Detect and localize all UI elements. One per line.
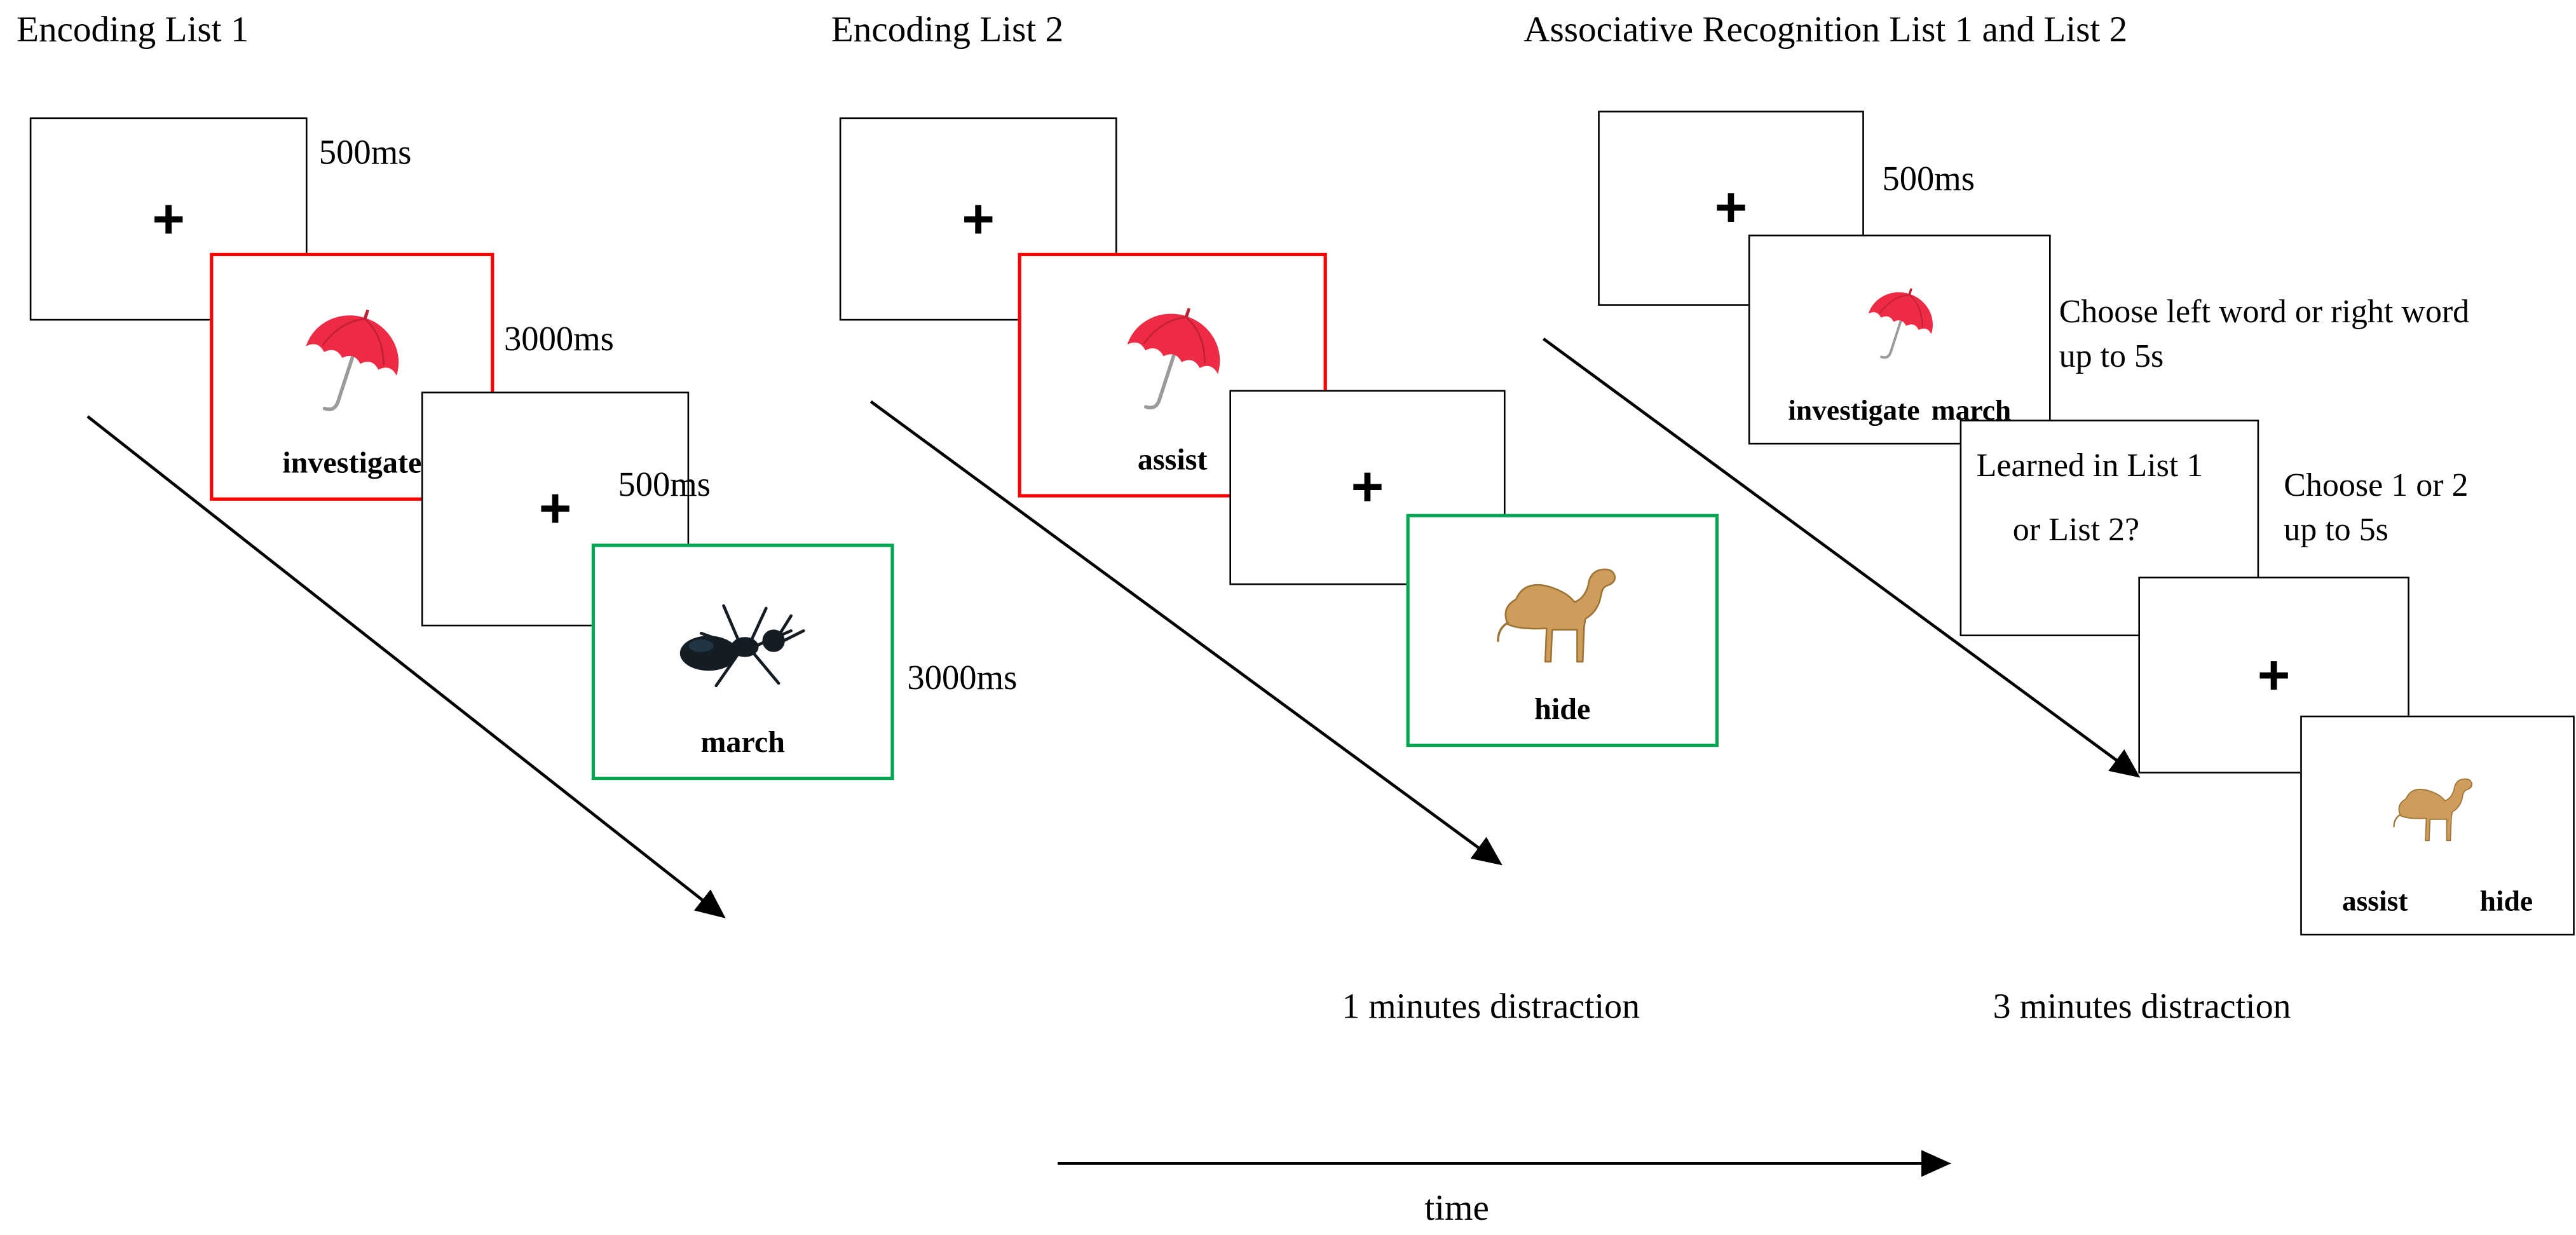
stimulus-word: assist xyxy=(1137,444,1208,478)
sequence-arrow-list1 xyxy=(86,415,726,918)
question-line: Learned in List 1 xyxy=(1976,447,2204,484)
distraction-label: 3 minutes distraction xyxy=(1993,986,2291,1027)
stimulus-box-march: march xyxy=(591,543,894,781)
instruction-line: up to 5s xyxy=(2059,339,2164,376)
panel-title: Encoding List 1 xyxy=(17,8,249,50)
duration-label: 500ms xyxy=(618,464,711,504)
sequence-arrow-recognition xyxy=(1543,338,2141,778)
fixation-cross: + xyxy=(538,477,572,541)
duration-label: 500ms xyxy=(1882,158,1975,198)
duration-label: 3000ms xyxy=(907,657,1018,698)
sequence-arrow-list2 xyxy=(869,400,1503,866)
panel-title: Encoding List 2 xyxy=(831,8,1064,50)
instruction-line: Choose left word or right word xyxy=(2059,294,2470,331)
stimulus-word: investigate xyxy=(282,447,422,481)
pair-trial-box-investigate-march: investigate march xyxy=(1748,235,2051,445)
fixation-cross: + xyxy=(152,188,185,250)
stimulus-box-hide: hide xyxy=(1406,514,1719,747)
instruction-line: Choose 1 or 2 xyxy=(2284,467,2469,504)
umbrella-icon xyxy=(1108,270,1237,445)
question-line: or List 2? xyxy=(2012,512,2140,549)
choice-instruction-source: Choose 1 or 2 up to 5s xyxy=(2284,465,2468,554)
panel-title: Associative Recognition List 1 and List … xyxy=(1523,8,2128,50)
time-label: time xyxy=(1424,1186,1489,1228)
stimulus-word: hide xyxy=(1534,694,1591,727)
camel-icon xyxy=(1476,531,1648,694)
choice-instruction-pair: Choose left word or right word up to 5s xyxy=(2059,291,2470,380)
duration-label: 3000ms xyxy=(504,318,614,359)
ant-icon xyxy=(660,560,826,727)
fixation-cross: + xyxy=(962,188,995,250)
umbrella-icon xyxy=(287,270,416,448)
instruction-line: up to 5s xyxy=(2284,512,2389,549)
right-word: hide xyxy=(2479,884,2533,917)
stimulus-word: march xyxy=(700,727,786,760)
camel-icon xyxy=(2380,730,2495,884)
duration-label: 500ms xyxy=(318,132,412,172)
word-pair: assist hide xyxy=(2312,884,2563,919)
pair-trial-box-assist-hide: assist hide xyxy=(2300,715,2575,936)
left-word: assist xyxy=(2341,884,2408,917)
left-word: investigate xyxy=(1788,393,1920,426)
distraction-label: 1 minutes distraction xyxy=(1342,986,1640,1027)
fixation-cross: + xyxy=(1714,177,1748,240)
umbrella-icon xyxy=(1851,250,1947,393)
fixation-cross: + xyxy=(1351,456,1384,519)
fixation-cross: + xyxy=(2257,643,2291,707)
